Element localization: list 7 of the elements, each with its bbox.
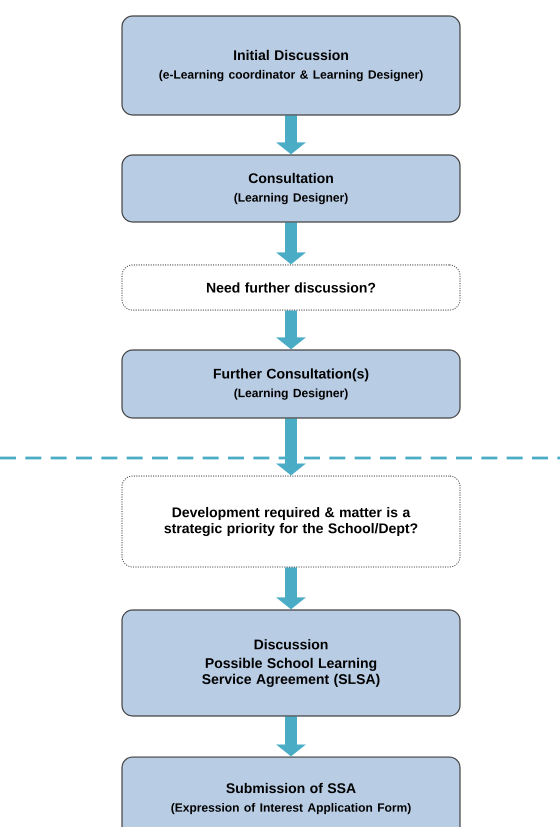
decision-box: Need further discussion? bbox=[121, 264, 461, 311]
process-box: Further Consultation(s) (Learning Designer) bbox=[121, 349, 461, 419]
process-box: Initial Discussion (e-Learning coordinator & Learning Designer) bbox=[121, 15, 461, 116]
process-box: Consultation (Learning Designer) bbox=[121, 154, 461, 223]
process-box: Submission of SSA (Expression of Interest Application Form) bbox=[121, 756, 461, 827]
process-box: Discussion Possible School Learning Service Agreement (SLSA) bbox=[121, 609, 461, 717]
decision-box: Development required & matter is a strategic priority for the School/Dept? bbox=[121, 476, 461, 568]
